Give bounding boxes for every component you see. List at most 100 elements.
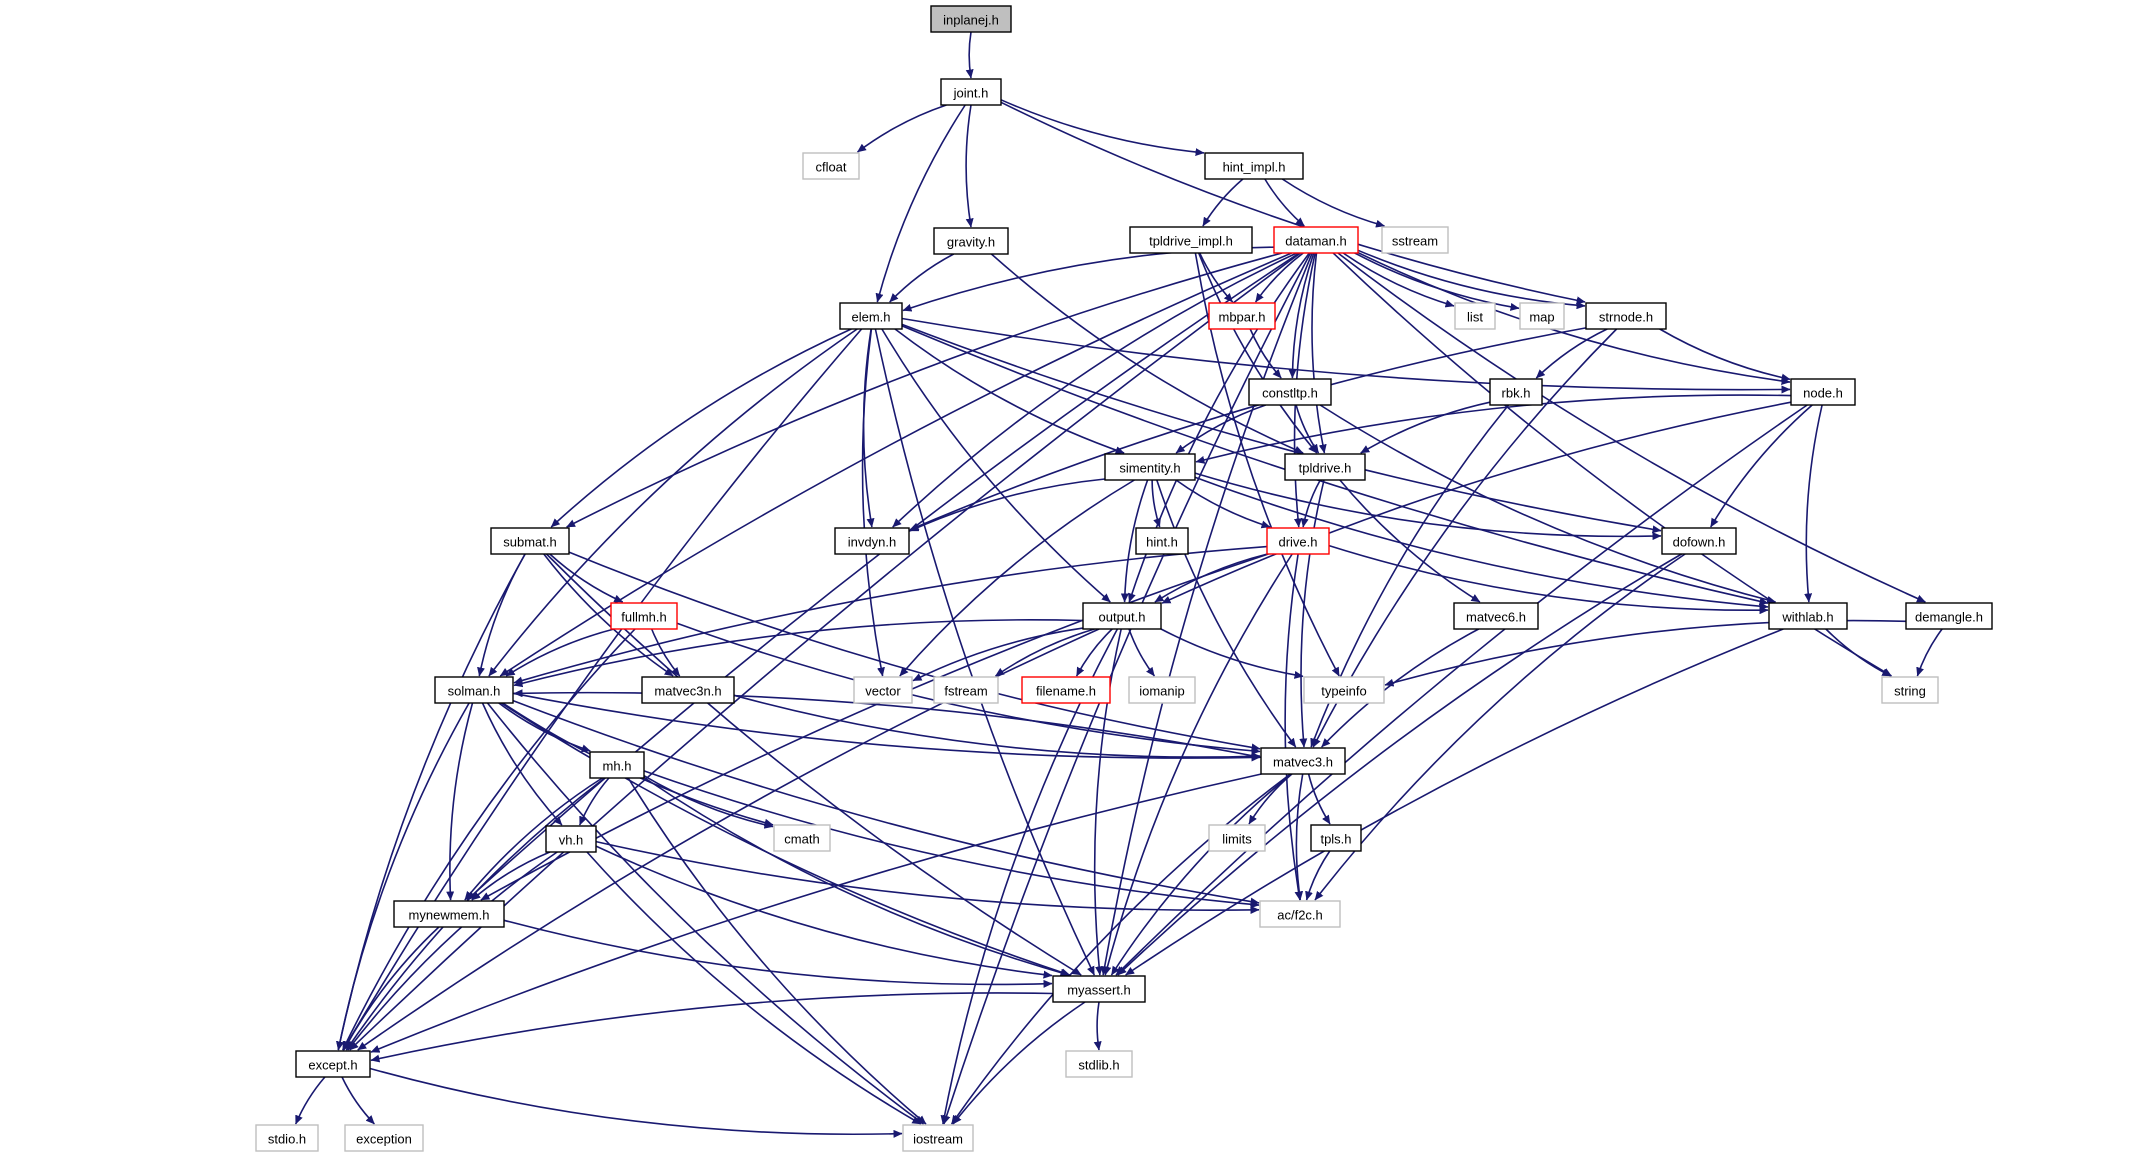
edge-dataman-to-invdyn	[892, 252, 1298, 528]
node-withlab-box	[1768, 602, 1848, 630]
node-typeinfo: typeinfo	[1303, 676, 1385, 704]
node-simentity[interactable]: simentity.h	[1104, 453, 1196, 481]
edge-tpls-to-acf2c	[1305, 850, 1331, 901]
node-joint-box	[940, 78, 1002, 106]
edge-tpldrive_impl-to-typeinfo	[1194, 252, 1340, 677]
edge-fullmh-to-except	[341, 628, 636, 1051]
node-node[interactable]: node.h	[1790, 378, 1856, 406]
node-elem-label: elem.h	[851, 310, 890, 325]
node-hint[interactable]: hint.h	[1135, 527, 1189, 555]
edge-joint-to-elem	[875, 104, 966, 303]
node-tpldrive_impl[interactable]: tpldrive_impl.h	[1129, 226, 1253, 254]
node-submat[interactable]: submat.h	[490, 527, 570, 555]
node-withlab[interactable]: withlab.h	[1768, 602, 1848, 630]
edge-elem-to-dofown	[901, 323, 1662, 534]
edge-mynewmem-to-myassert	[503, 919, 1053, 988]
node-solman[interactable]: solman.h	[434, 676, 514, 704]
node-cmath-label: cmath	[784, 832, 819, 847]
node-demangle-box	[1905, 602, 1993, 630]
edge-simentity-to-hint	[1151, 479, 1161, 528]
node-except-box	[295, 1050, 371, 1078]
edge-drive-to-output	[1154, 553, 1268, 603]
edge-dataman-to-submat	[566, 252, 1283, 528]
node-mynewmem-label: mynewmem.h	[409, 908, 490, 923]
node-strnode[interactable]: strnode.h	[1585, 302, 1667, 330]
node-invdyn[interactable]: invdyn.h	[834, 527, 910, 555]
node-mynewmem[interactable]: mynewmem.h	[393, 900, 505, 928]
edge-strnode-to-invdyn	[909, 327, 1587, 531]
node-matvec3-box	[1260, 747, 1346, 775]
node-hint_impl[interactable]: hint_impl.h	[1204, 152, 1304, 180]
node-gravity[interactable]: gravity.h	[933, 227, 1009, 255]
node-fullmh[interactable]: fullmh.h	[610, 602, 678, 630]
node-typeinfo-label: typeinfo	[1321, 684, 1367, 699]
edge-node-to-simentity	[1195, 394, 1792, 464]
node-iostream: iostream	[902, 1124, 974, 1152]
node-drive[interactable]: drive.h	[1266, 527, 1330, 555]
node-constltp[interactable]: constltp.h	[1248, 378, 1332, 406]
node-output-box	[1082, 602, 1162, 630]
node-acf2c-label: ac/f2c.h	[1277, 908, 1323, 923]
edge-output-to-vector	[912, 627, 1084, 682]
node-inplanej-label: inplanej.h	[943, 13, 999, 28]
edge-mh-to-mynewmem	[464, 777, 603, 901]
node-stdlib-label: stdlib.h	[1078, 1058, 1119, 1073]
node-mh[interactable]: mh.h	[589, 751, 645, 779]
edge-mynewmem-to-except	[343, 926, 440, 1051]
node-dataman[interactable]: dataman.h	[1273, 226, 1359, 254]
node-gravity-box	[933, 227, 1009, 255]
node-matvec6-box	[1453, 602, 1539, 630]
node-demangle[interactable]: demangle.h	[1905, 602, 1993, 630]
node-simentity-label: simentity.h	[1119, 461, 1180, 476]
node-gravity-label: gravity.h	[947, 235, 995, 250]
node-vh[interactable]: vh.h	[545, 825, 597, 853]
node-cfloat-box	[802, 152, 860, 180]
edge-inplanej-to-joint	[965, 31, 974, 79]
node-cmath: cmath	[773, 824, 831, 852]
node-tpls-label: tpls.h	[1320, 832, 1351, 847]
edge-dataman-to-solman	[499, 252, 1293, 677]
node-except[interactable]: except.h	[295, 1050, 371, 1078]
edge-except-to-stdio	[294, 1076, 326, 1125]
node-myassert[interactable]: myassert.h	[1052, 975, 1146, 1003]
node-vh-box	[545, 825, 597, 853]
edge-fullmh-to-matvec3	[676, 622, 1261, 755]
node-cfloat: cfloat	[802, 152, 860, 180]
edge-fullmh-to-matvec3n	[650, 628, 681, 677]
node-matvec3[interactable]: matvec3.h	[1260, 747, 1346, 775]
edge-constltp-to-tpldrive	[1295, 404, 1320, 454]
edge-simentity-to-matvec3	[1156, 479, 1297, 748]
node-tpldrive_impl-label: tpldrive_impl.h	[1149, 234, 1233, 249]
edge-node-to-output	[1161, 401, 1792, 604]
node-mbpar[interactable]: mbpar.h	[1208, 302, 1276, 330]
node-output[interactable]: output.h	[1082, 602, 1162, 630]
node-hint-box	[1135, 527, 1189, 555]
node-constltp-box	[1248, 378, 1332, 406]
node-matvec3n[interactable]: matvec3n.h	[641, 676, 735, 704]
node-filename[interactable]: filename.h	[1021, 676, 1111, 704]
node-stdlib: stdlib.h	[1065, 1050, 1133, 1078]
edge-dataman-to-constltp	[1288, 252, 1315, 379]
node-matvec6[interactable]: matvec6.h	[1453, 602, 1539, 630]
node-iomanip-label: iomanip	[1139, 684, 1185, 699]
node-joint[interactable]: joint.h	[940, 78, 1002, 106]
node-invdyn-label: invdyn.h	[848, 535, 896, 550]
node-cmath-box	[773, 824, 831, 852]
node-elem[interactable]: elem.h	[839, 302, 903, 330]
node-vh-label: vh.h	[559, 833, 584, 848]
edge-submat-to-matvec3n	[543, 553, 674, 677]
edge-vh-to-except	[347, 851, 558, 1051]
node-mh-label: mh.h	[603, 759, 632, 774]
edge-dataman-to-mynewmem	[466, 252, 1300, 901]
node-list-label: list	[1467, 310, 1483, 325]
node-string-label: string	[1894, 684, 1926, 699]
edge-dofown-to-myassert	[1117, 553, 1683, 976]
node-tpldrive[interactable]: tpldrive.h	[1284, 453, 1366, 481]
node-rbk[interactable]: rbk.h	[1489, 378, 1543, 406]
node-tpls[interactable]: tpls.h	[1310, 824, 1362, 852]
node-inplanej[interactable]: inplanej.h	[930, 5, 1012, 33]
node-dofown[interactable]: dofown.h	[1661, 527, 1737, 555]
node-matvec3n-box	[641, 676, 735, 704]
node-fullmh-label: fullmh.h	[621, 610, 667, 625]
node-rbk-box	[1489, 378, 1543, 406]
